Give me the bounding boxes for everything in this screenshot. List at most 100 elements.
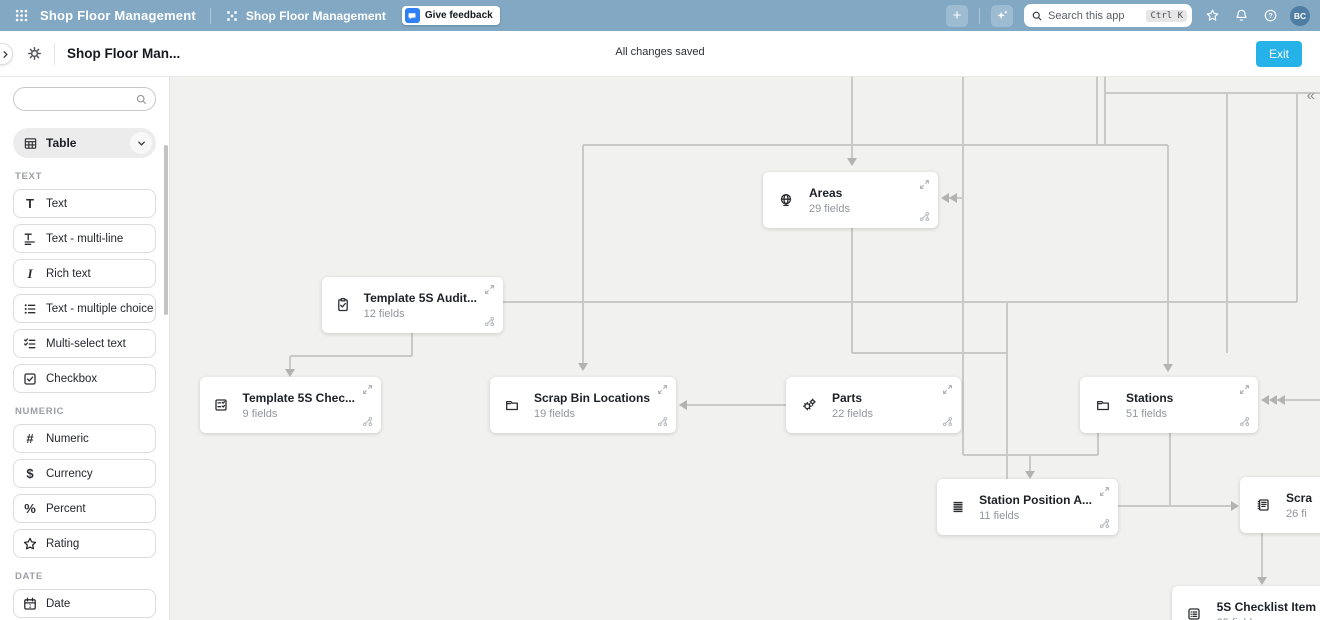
exit-button[interactable]: Exit (1256, 41, 1302, 67)
sidebar-item-checkbox[interactable]: Checkbox (13, 364, 156, 393)
diagram-node-5s-checklist-item[interactable]: 5S Checklist Item 25 fields (1172, 586, 1320, 620)
checkbox-icon (22, 371, 38, 387)
text-icon: T (26, 196, 34, 211)
node-field-count: 29 fields (809, 202, 850, 215)
relation-arrowhead (578, 363, 588, 371)
sidebar-item-label: Date (46, 597, 71, 610)
expand-node-icon[interactable] (941, 383, 954, 396)
relation-arrowhead (1025, 471, 1035, 479)
sidebar-item-label: Currency (46, 467, 93, 480)
percent-icon: % (24, 501, 36, 516)
sidebar-item-label: Text - multiple choice (46, 302, 154, 315)
sparkle-ai-button[interactable] (991, 4, 1013, 27)
search-shortcut: Ctrl K (1146, 9, 1187, 22)
sidebar-item-text-multi-line[interactable]: Text - multi-line (13, 224, 156, 253)
sidebar-item-percent[interactable]: % Percent (13, 494, 156, 523)
sidebar-item-label: Rating (46, 537, 80, 550)
app-top-bar: Shop Floor Management Shop Floor Managem… (0, 0, 1320, 31)
currency-icon: $ (26, 466, 34, 481)
expand-node-icon[interactable] (361, 383, 374, 396)
settings-gear-icon[interactable] (24, 44, 44, 64)
expand-node-icon[interactable] (483, 283, 496, 296)
sidebar-item-label: Rich text (46, 267, 91, 280)
rows-icon (950, 499, 966, 515)
grid-menu-icon[interactable] (10, 5, 32, 27)
element-type-label: Table (46, 136, 77, 150)
sidebar-item-multi-select-text[interactable]: Multi-select text (13, 329, 156, 358)
chevron-down-icon (130, 132, 152, 154)
search-input[interactable]: Search this app Ctrl K (1024, 4, 1192, 27)
node-title: 5S Checklist Item (1216, 599, 1316, 614)
node-field-count: 9 fields (242, 407, 278, 420)
relations-icon[interactable] (656, 415, 669, 428)
relation-line (411, 333, 413, 356)
sidebar-item-currency[interactable]: $ Currency (13, 459, 156, 488)
sidebar-search-input[interactable] (13, 87, 156, 111)
numeric-icon: # (26, 431, 34, 446)
relation-line (852, 352, 1007, 354)
sidebar-item-text[interactable]: T Text (13, 189, 156, 218)
avatar[interactable]: BC (1290, 5, 1310, 26)
relations-icon[interactable] (918, 210, 931, 223)
relation-line (963, 454, 1098, 456)
relations-icon[interactable] (1238, 415, 1251, 428)
relations-icon[interactable] (483, 315, 496, 328)
node-title: Station Position A... (979, 492, 1092, 507)
relation-arrowhead (949, 193, 957, 203)
diagram-node-template-5s-audit[interactable]: Template 5S Audit...12 fields (322, 277, 503, 333)
relation-line (1118, 505, 1231, 507)
table-icon (23, 136, 38, 151)
sidebar-item-text-multiple-choice[interactable]: Text - multiple choice (13, 294, 156, 323)
relation-line (851, 228, 853, 353)
relation-line (1261, 533, 1263, 577)
give-feedback-button[interactable]: Give feedback (401, 6, 500, 25)
relation-arrowhead (1261, 395, 1269, 405)
sidebar-item-rating[interactable]: Rating (13, 529, 156, 558)
diagram-node-station-position-a[interactable]: Station Position A...11 fields (937, 479, 1118, 535)
node-field-count: 25 fields (1217, 617, 1316, 620)
node-title: Template 5S Audit... (363, 290, 477, 305)
relations-icon[interactable] (361, 415, 374, 428)
relations-icon[interactable] (1098, 517, 1111, 530)
sidebar-item-rich-text[interactable]: I Rich text (13, 259, 156, 288)
svg-text:1: 1 (28, 603, 31, 609)
sidebar-item-label: Text (46, 197, 68, 210)
add-button[interactable]: + (946, 4, 968, 27)
date-icon: 1 (22, 596, 38, 612)
rich-text-icon: I (27, 265, 33, 281)
help-icon[interactable]: ? (1261, 7, 1279, 25)
svg-text:?: ? (1268, 13, 1272, 20)
expand-node-icon[interactable] (656, 383, 669, 396)
sidebar-item-label: Percent (46, 502, 86, 515)
diagram-node-template-5s-chec[interactable]: Template 5S Chec...9 fields (200, 377, 381, 433)
expand-node-icon[interactable] (918, 178, 931, 191)
relation-line (1029, 455, 1031, 471)
star-icon[interactable] (1203, 7, 1221, 25)
element-type-dropdown[interactable]: Table (13, 128, 156, 158)
sidebar-scrollbar[interactable] (164, 145, 168, 315)
node-field-count: 22 fields (832, 407, 873, 420)
expand-node-icon[interactable] (1238, 383, 1251, 396)
relation-arrowhead (847, 158, 857, 166)
collapse-panel-icon[interactable]: « (1306, 87, 1315, 104)
sidebar-item-label: Text - multi-line (46, 232, 124, 245)
relation-line (1167, 145, 1169, 364)
sidebar-item-date[interactable]: 1 Date (13, 589, 156, 618)
section-label-date: DATE (15, 571, 43, 582)
expand-panel-button[interactable] (0, 43, 13, 65)
relations-icon[interactable] (941, 415, 954, 428)
expand-node-icon[interactable] (1098, 485, 1111, 498)
folder-icon (504, 397, 520, 413)
divider (209, 7, 211, 24)
bell-icon[interactable] (1232, 7, 1250, 25)
sidebar-item-numeric[interactable]: #Numeric (13, 424, 156, 453)
app-breadcrumb-tab[interactable]: Shop Floor Management (225, 9, 386, 23)
relation-line (1104, 77, 1106, 145)
